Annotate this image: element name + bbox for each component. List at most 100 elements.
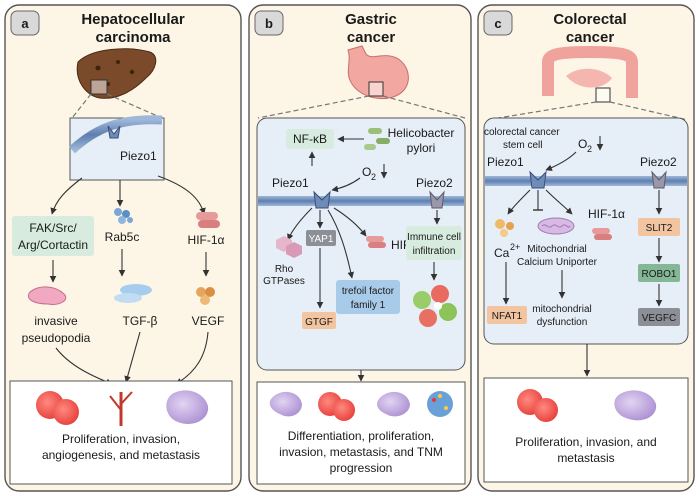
panel-a-result-line2: angiogenesis, and metastasis	[42, 448, 200, 462]
trefoil-box	[336, 280, 400, 314]
hif-icon-b	[366, 236, 386, 248]
rab5c-icon	[114, 208, 133, 224]
calcium-label: Ca	[494, 246, 510, 260]
panel-c: c Colorectal cancer colorectal cancer st…	[477, 4, 695, 492]
nfat1-label: NFAT1	[492, 311, 523, 322]
pseudopodia-icon	[28, 286, 67, 305]
panel-c-result-line1: Proliferation, invasion, and	[515, 435, 656, 449]
oxygen-c: O 2	[578, 136, 604, 154]
fak-label-line2: Arg/Cortactin	[18, 238, 88, 252]
panel-b-title-line1: Gastric	[345, 11, 397, 28]
panel-c-piezo1-label: Piezo1	[487, 155, 524, 169]
nfat1-box	[487, 306, 527, 324]
panel-b-result-line2: invasion, metastasis, and TNM	[279, 445, 443, 459]
panel-b-piezo2-label: Piezo2	[416, 176, 453, 190]
immune-box	[406, 226, 462, 260]
panel-a-badge: a	[21, 16, 29, 31]
immune-label-line2: infiltration	[413, 246, 456, 257]
panel-a-title-line1: Hepatocellular	[81, 11, 185, 28]
vegf-label: VEGF	[192, 314, 225, 328]
panel-b-tumor-cells	[269, 391, 453, 421]
tgf-beta-icon	[114, 284, 152, 303]
panel-b-badge: b	[265, 16, 273, 31]
pseudopodia-label-line2: pseudopodia	[22, 331, 91, 345]
stomach-illustration	[347, 45, 409, 100]
helicobacter-label-line1: Helicobacter	[388, 126, 455, 140]
dysfunction-label-line1: mitochondrial	[532, 304, 591, 315]
hif-icon-a	[196, 212, 220, 228]
panel-a-tumor-cells	[36, 390, 209, 426]
mito-label-line1: Mitochondrial	[527, 244, 586, 255]
oxygen-b-label: O	[362, 165, 371, 179]
hif-icon-c	[592, 228, 612, 240]
gtgf-label: GTGF	[305, 317, 333, 328]
calcium-icon	[495, 219, 514, 237]
calcium-sup: 2+	[510, 242, 520, 252]
pseudopodia-label-line1: invasive	[34, 314, 78, 328]
panel-b-piezo2-icon	[429, 190, 445, 209]
mito-label-line2: Calcium Uniporter	[517, 257, 598, 268]
robo1-box	[638, 264, 680, 282]
panel-c-badge-box	[483, 10, 513, 36]
rho-icon	[276, 236, 302, 258]
panel-a-receptor: Piezo1	[120, 149, 157, 163]
trefoil-label-line1: trefoil factor	[342, 286, 395, 297]
yap1-box	[306, 230, 336, 246]
gtgf-box	[302, 312, 336, 329]
hif-label-a: HIF-1α	[188, 233, 225, 247]
stem-label-line2: stem cell	[503, 140, 542, 151]
vegf-icon	[196, 287, 215, 305]
trefoil-label-line2: family 1	[351, 300, 386, 311]
stem-label-line1: colorectal cancer	[484, 127, 560, 138]
panel-a-membrane	[68, 115, 163, 154]
panel-a-frame	[4, 4, 242, 492]
panel-c-result-line2: metastasis	[557, 451, 614, 465]
helicobacter-label-line2: pylori	[407, 141, 436, 155]
vegfc-label: VEGFC	[642, 313, 676, 324]
fak-box	[12, 216, 94, 256]
panel-c-title-line1: Colorectal	[553, 11, 626, 28]
panel-b: b Gastric cancer NF-κB Helicobacter pylo…	[248, 4, 472, 492]
panel-a-piezo1-icon	[107, 125, 121, 139]
panel-c-piezo1-icon	[529, 170, 547, 189]
oxygen-b-sub: 2	[371, 172, 376, 182]
dysfunction-label-line2: dysfunction	[537, 317, 588, 328]
panel-a: a Hepatocellular carcinoma Piezo1 FAK/Sr…	[4, 4, 242, 492]
yap1-label: YAP1	[309, 234, 334, 245]
tgf-label: TGF-β	[123, 314, 158, 328]
vegfc-box	[638, 308, 680, 326]
mitochondria-icon	[537, 217, 575, 235]
slit2-label: SLIT2	[646, 223, 673, 234]
panel-b-result-line3: progression	[330, 461, 393, 475]
nfkb-label: NF-κB	[293, 132, 327, 146]
panel-c-tumor-cells	[517, 389, 657, 422]
nfkb-box	[286, 129, 334, 149]
panel-b-title-line2: cancer	[347, 29, 396, 46]
panel-b-result-line1: Differentiation, proliferation,	[288, 429, 435, 443]
panel-a-badge-box	[10, 10, 40, 36]
panel-c-cell-inset	[483, 117, 689, 345]
oxygen-c-sub: 2	[587, 144, 592, 154]
panel-a-result-line1: Proliferation, invasion,	[62, 432, 180, 446]
rho-label-line2: GTPases	[263, 276, 305, 287]
immune-label-line1: Immune cell	[407, 232, 461, 243]
liver-illustration	[76, 48, 157, 99]
immune-cells-icon	[413, 285, 457, 327]
panel-c-piezo2-icon	[651, 170, 667, 189]
panel-b-badge-box	[254, 10, 284, 36]
colon-illustration	[542, 45, 638, 103]
rho-label-line1: Rho	[275, 264, 294, 275]
panel-c-badge: c	[494, 16, 501, 31]
fak-label-line1: FAK/Src/	[29, 221, 77, 235]
oxygen-c-label: O	[578, 137, 587, 151]
helicobacter-icon	[364, 128, 390, 150]
panel-c-piezo2-label: Piezo2	[640, 155, 677, 169]
hif-label-c: HIF-1α	[588, 207, 625, 221]
panel-b-piezo1-label: Piezo1	[272, 176, 309, 190]
panel-b-piezo1-icon	[313, 190, 331, 209]
rab5c-label: Rab5c	[105, 230, 140, 244]
slit2-box	[638, 218, 680, 236]
panel-c-result-box	[483, 377, 689, 483]
robo1-label: ROBO1	[641, 269, 676, 280]
